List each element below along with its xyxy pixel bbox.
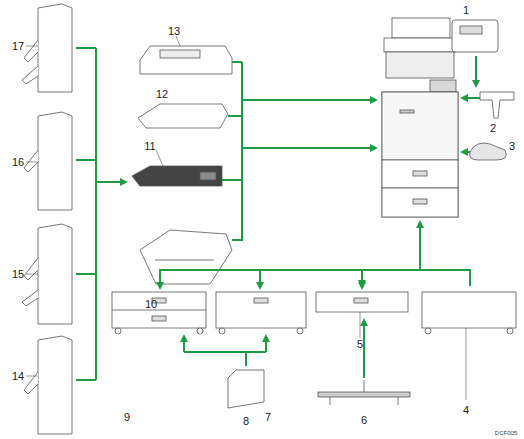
callout-number: 6 [361,415,367,426]
tray-unit [228,370,264,408]
callout-number: 8 [243,416,249,427]
output-tray [140,230,232,284]
callout-number: 5 [357,339,363,350]
large-capacity-tray [216,292,306,328]
table-leg [330,380,398,405]
caster [507,328,513,334]
copier-body [382,92,458,217]
callout-number: 17 [12,41,24,52]
finisher-unit [24,336,72,434]
shelf-option [480,92,514,118]
bridge-unit [140,46,232,74]
caster [297,328,303,334]
callout-number: 16 [12,157,24,168]
internal-finisher [132,166,222,186]
finisher-detail [200,172,216,180]
tray-handle [354,298,368,303]
adf-unit [392,18,450,38]
finisher-unit [24,112,72,210]
callout-number: 4 [463,405,469,416]
caster [115,328,121,334]
output-area [386,52,454,78]
device-display [460,26,482,34]
leader-line [26,36,466,400]
finisher-unit [22,4,72,92]
callout-number: 2 [490,123,496,134]
paper-feed-unit [316,292,408,312]
scanner-unit [384,38,456,52]
callout-number: 14 [12,371,24,382]
connection-arrow [76,48,480,380]
tray-handle [413,171,427,176]
caster [197,328,203,334]
caster [425,328,431,334]
callout-number: 1 [463,5,469,16]
paper-tray [382,160,458,188]
callout-number: 3 [509,141,515,152]
callout-number: 7 [265,412,271,423]
front-cover [382,92,458,160]
callout-number: 11 [144,141,155,152]
control-panel [430,80,456,92]
paper-feed-unit [112,292,206,328]
paper-tray [382,188,458,217]
callout-number: 13 [168,26,180,37]
figure-code: DCF005 [495,430,517,436]
tray-line [155,260,214,261]
handset-option [470,143,507,160]
callout-number: 10 [145,299,157,310]
callout-number: 9 [124,412,130,423]
caster-table [318,392,410,397]
callout-number: 15 [12,269,24,280]
bridge-detail [160,50,200,58]
option-device [452,20,498,52]
tray-handle [413,199,427,204]
callout-number: 12 [156,89,168,100]
cover-handle [400,110,414,113]
caster [219,328,225,334]
tray-handle [152,316,166,321]
cabinet [422,292,516,328]
tray-option [138,104,228,128]
tray-handle [254,298,268,303]
tray-line [112,310,206,311]
